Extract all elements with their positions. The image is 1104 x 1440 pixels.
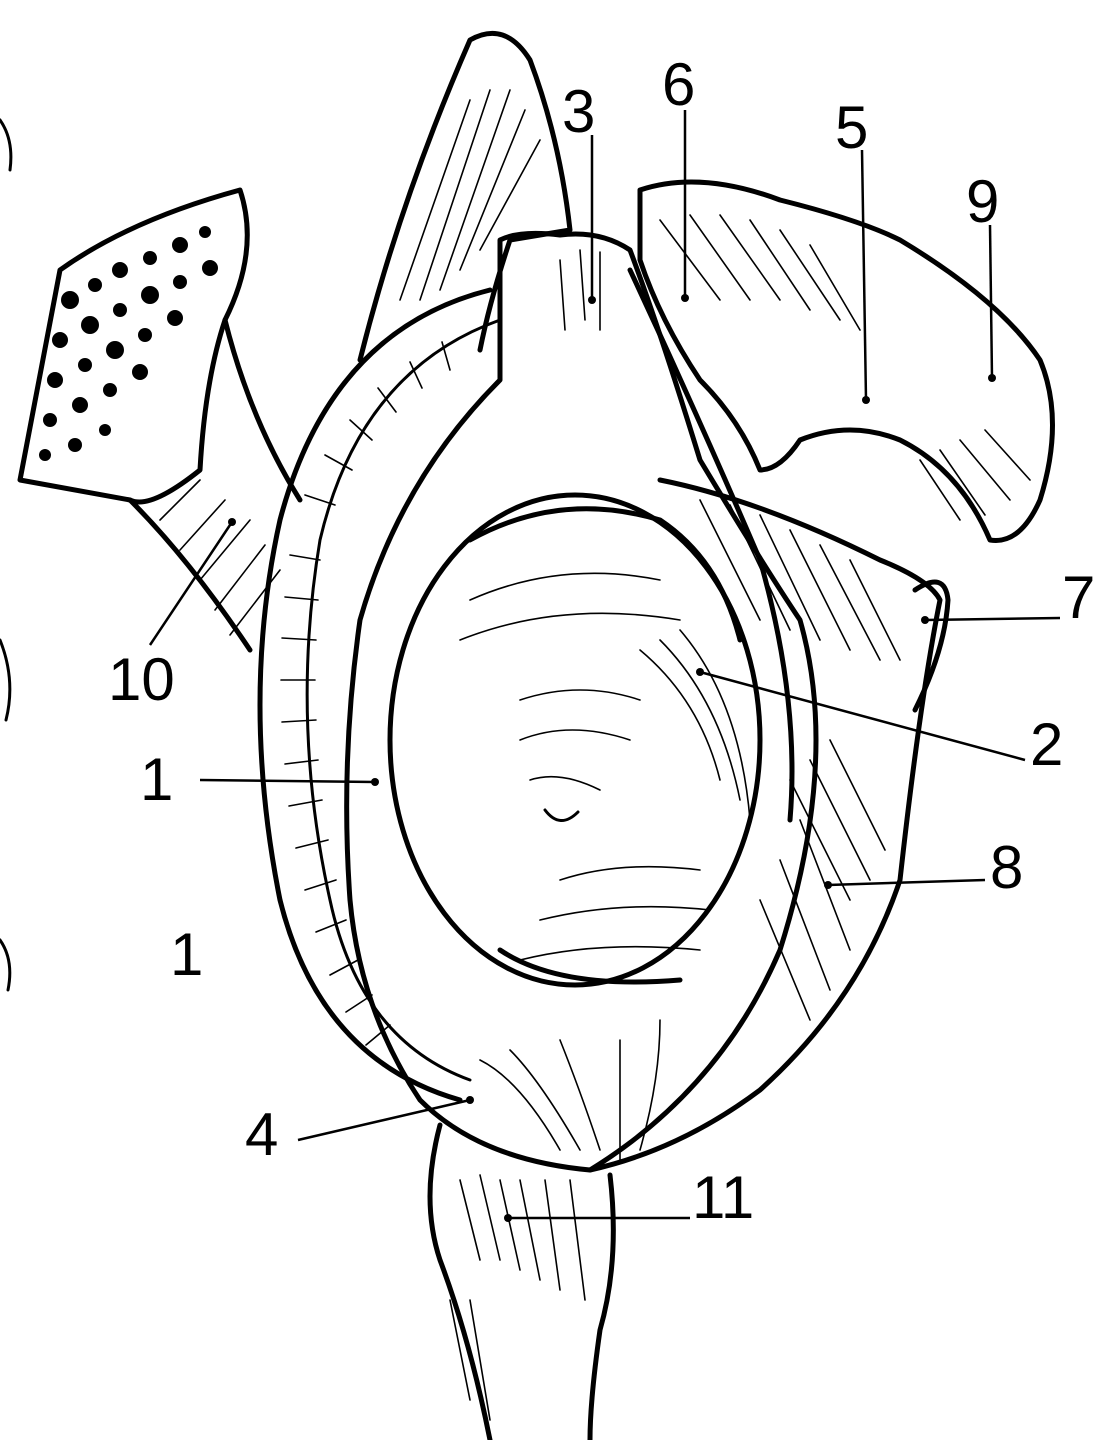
figure-labels: 1 1 2 3 4 5 6 7 8 9 10 11 (108, 51, 1095, 1231)
label-11: 11 (692, 1164, 754, 1231)
anchor-8 (824, 881, 832, 889)
label-1-leader: 1 (140, 746, 173, 813)
leader-2 (700, 672, 1025, 760)
label-7: 7 (1062, 564, 1095, 631)
label-9: 9 (966, 168, 999, 235)
humeral-head (390, 495, 760, 985)
humerus-shaft (430, 1125, 613, 1440)
leader-5 (862, 150, 866, 400)
label-6: 6 (662, 51, 695, 118)
glenoid-labrum-body (347, 233, 816, 1170)
cancellous-bone-texture (39, 226, 218, 461)
label-5: 5 (835, 94, 868, 161)
right-ligament-band (590, 270, 948, 1170)
left-edge-fragments (0, 120, 11, 990)
leader-9 (990, 225, 992, 378)
anchor-1 (371, 778, 379, 786)
label-10: 10 (108, 646, 175, 713)
acromion-spike (360, 33, 570, 360)
anchor-5 (862, 396, 870, 404)
anchor-2 (696, 668, 704, 676)
anchor-6 (681, 294, 689, 302)
leader-lines (150, 110, 1060, 1222)
label-4: 4 (245, 1101, 278, 1168)
anchor-10 (228, 518, 236, 526)
anchor-7 (921, 616, 929, 624)
clavicle-cut-section (20, 190, 247, 502)
leader-10 (150, 522, 232, 645)
label-3: 3 (562, 78, 595, 145)
leader-8 (828, 880, 985, 885)
anchor-9 (988, 374, 996, 382)
anchor-11 (504, 1214, 512, 1222)
label-2: 2 (1030, 711, 1063, 778)
joint-capsule-ring (260, 290, 500, 1100)
humeral-head-shading (460, 573, 750, 960)
structure-10-body (130, 320, 300, 650)
anchor-4 (466, 1096, 474, 1104)
anchor-3 (588, 296, 596, 304)
label-8: 8 (990, 834, 1023, 901)
label-1-panel: 1 (170, 921, 203, 988)
